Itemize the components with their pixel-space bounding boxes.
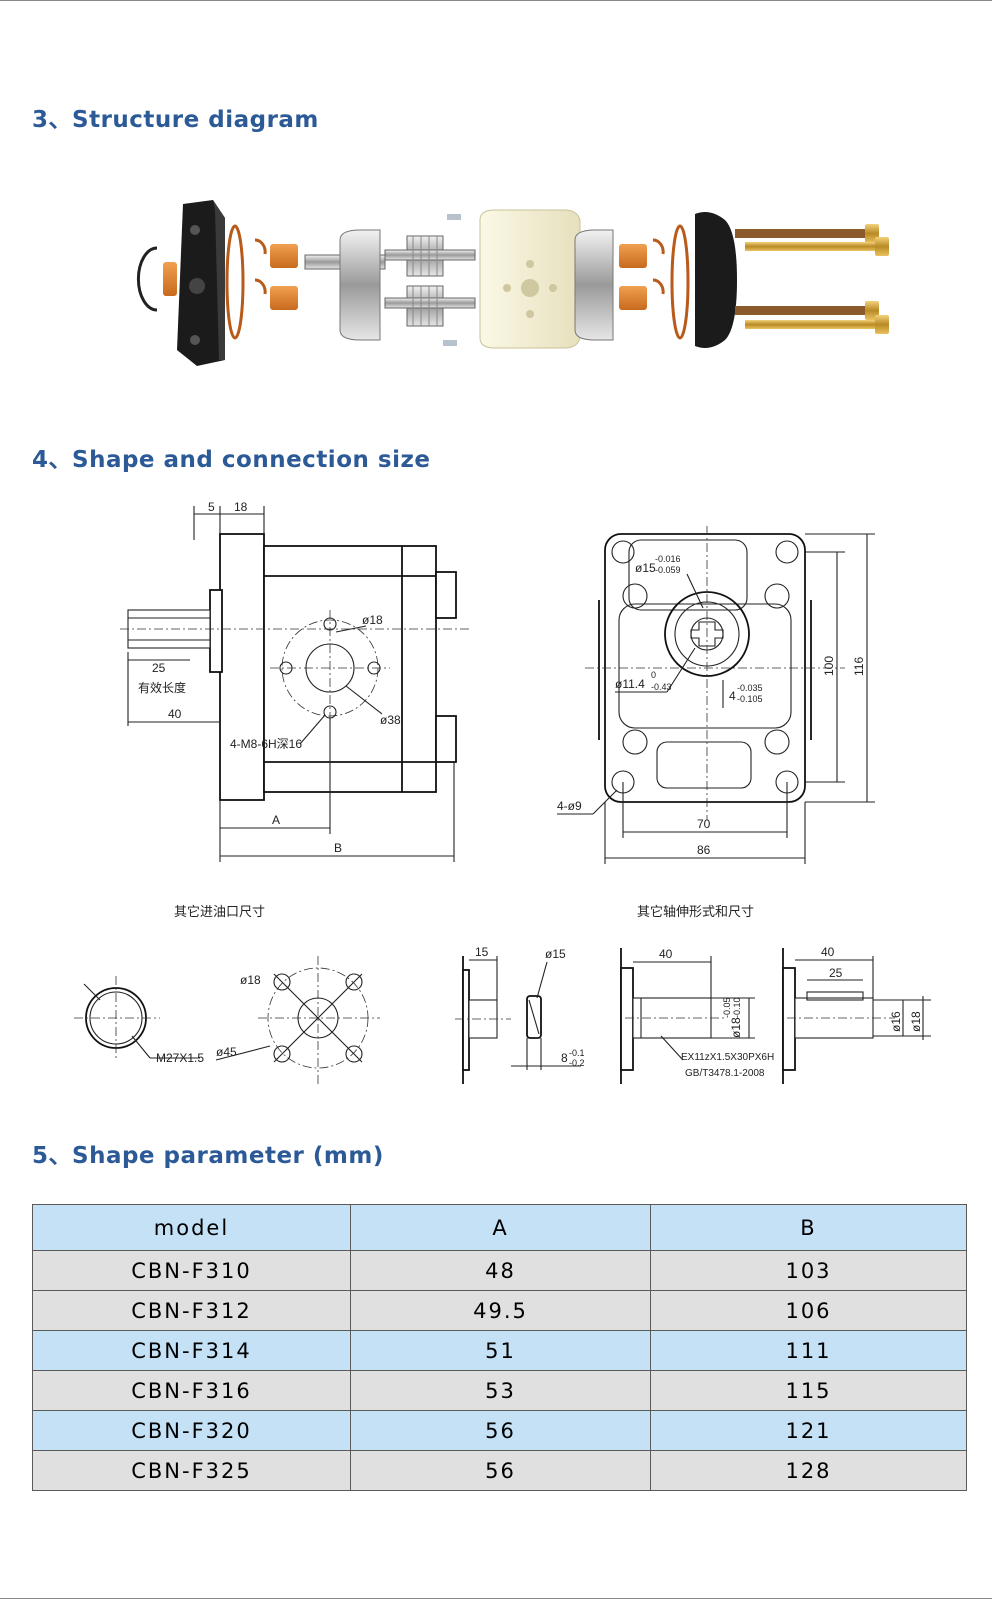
port-phi38: ø38 — [380, 713, 401, 727]
table-row: CBN-F316 53 115 — [32, 1370, 967, 1411]
holes-4-phi9: 4-ø9 — [557, 799, 582, 813]
shaft1-8: 8 — [561, 1051, 568, 1065]
header-b: B — [650, 1204, 967, 1251]
dim-116: 116 — [852, 657, 866, 676]
cell-b: 106 — [650, 1290, 967, 1331]
dim-A: A — [272, 813, 280, 827]
cell-model: CBN-F312 — [32, 1290, 351, 1331]
cell-a: 53 — [350, 1370, 651, 1411]
dim-B: B — [334, 841, 342, 855]
shaft3-phi18: ø18 — [909, 1011, 923, 1032]
section-title-structure: 3、Structure diagram — [32, 107, 319, 133]
shaft-tol-upper: -0.016 — [655, 554, 681, 564]
other-shafts-caption: 其它轴伸形式和尺寸 — [637, 904, 754, 920]
key-11-tol-upper: 0 — [651, 670, 656, 680]
cell-b: 111 — [650, 1330, 967, 1371]
bottom-rule — [0, 1598, 992, 1599]
other-ports-drawing: 其它进油口尺寸 M27X1.5 ø18 ø45 — [74, 904, 380, 1084]
cell-b: 128 — [650, 1450, 967, 1491]
cell-model: CBN-F310 — [32, 1250, 351, 1291]
shaft1-phi15: ø15 — [545, 947, 566, 961]
key-4: 4 — [729, 689, 736, 703]
cell-a: 51 — [350, 1330, 651, 1371]
cell-a: 56 — [350, 1410, 651, 1451]
key-11-4: ø11.4 — [615, 677, 645, 691]
section-title-params: 5、Shape parameter (mm) — [32, 1143, 384, 1169]
port-phi18: ø18 — [240, 973, 261, 987]
shaft2-40: 40 — [659, 947, 673, 961]
cell-model: CBN-F320 — [32, 1410, 351, 1451]
dim-86: 86 — [697, 843, 711, 857]
header-model: model — [32, 1204, 351, 1251]
dim-18: 18 — [234, 500, 248, 514]
shaft2-standard: GB/T3478.1-2008 — [685, 1068, 765, 1079]
effective-length-label: 有效长度 — [138, 680, 186, 695]
table-row: CBN-F312 49.5 106 — [32, 1290, 967, 1331]
shaft2-tol-lower: -0.10 — [732, 997, 742, 1018]
shaft3-phi16: ø16 — [889, 1011, 903, 1032]
port-phi18: ø18 — [362, 613, 383, 627]
key-4-tol-upper: -0.035 — [737, 683, 763, 693]
header-a: A — [350, 1204, 651, 1251]
other-ports-caption: 其它进油口尺寸 — [174, 904, 265, 920]
other-shafts-drawing: 其它轴伸形式和尺寸 15 ø15 8 -0.1 -0.2 40 ø18 -0.0… — [455, 904, 931, 1084]
cell-b: 103 — [650, 1250, 967, 1291]
dim-70: 70 — [697, 817, 711, 831]
table-row: CBN-F320 56 121 — [32, 1410, 967, 1451]
shaft2-phi18: ø18 — [729, 1017, 743, 1038]
key-11-tol-lower: -0.43 — [651, 682, 672, 692]
dim-40: 40 — [168, 707, 182, 721]
shaft2-spline: EX11zX1.5X30PX6H — [681, 1052, 774, 1063]
cell-b: 115 — [650, 1370, 967, 1411]
dim-100: 100 — [822, 656, 836, 676]
cell-model: CBN-F314 — [32, 1330, 351, 1371]
cell-a: 48 — [350, 1250, 651, 1291]
shaft3-40: 40 — [821, 945, 835, 959]
shape-parameter-table: model A B CBN-F310 48 103 CBN-F312 49.5 … — [32, 1204, 967, 1491]
shaft-tol-lower: -0.059 — [655, 565, 681, 575]
shaft2-tol-upper: -0.05 — [722, 997, 732, 1018]
top-rule — [0, 0, 992, 1]
cell-model: CBN-F316 — [32, 1370, 351, 1411]
section-title-shape: 4、Shape and connection size — [32, 447, 431, 473]
shaft1-tol-upper: -0.1 — [569, 1048, 585, 1058]
pump-front-view-drawing: ø15 -0.016 -0.059 ø11.4 0 -0.43 4 -0.035… — [557, 526, 875, 864]
exploded-pump-illustration — [136, 200, 889, 366]
shaft1-tol-lower: -0.2 — [569, 1058, 585, 1068]
table-header-row: model A B — [32, 1204, 967, 1251]
cell-model: CBN-F325 — [32, 1450, 351, 1491]
cell-a: 56 — [350, 1450, 651, 1491]
cell-a: 49.5 — [350, 1290, 651, 1331]
table-row: CBN-F310 48 103 — [32, 1250, 967, 1291]
key-4-tol-lower: -0.105 — [737, 694, 763, 704]
shaft-phi15: ø15 — [635, 561, 656, 575]
dim-25: 25 — [152, 661, 166, 675]
pump-side-view-drawing: 5 18 ø18 ø38 4-M8-6H深16 25 有效长度 40 A B — [120, 500, 470, 862]
thread-spec: 4-M8-6H深16 — [230, 737, 302, 751]
dim-5: 5 — [208, 500, 215, 514]
shaft3-25: 25 — [829, 966, 843, 980]
table-row: CBN-F314 51 111 — [32, 1330, 967, 1371]
cell-b: 121 — [650, 1410, 967, 1451]
table-row: CBN-F325 56 128 — [32, 1450, 967, 1491]
shaft1-15: 15 — [475, 945, 489, 959]
